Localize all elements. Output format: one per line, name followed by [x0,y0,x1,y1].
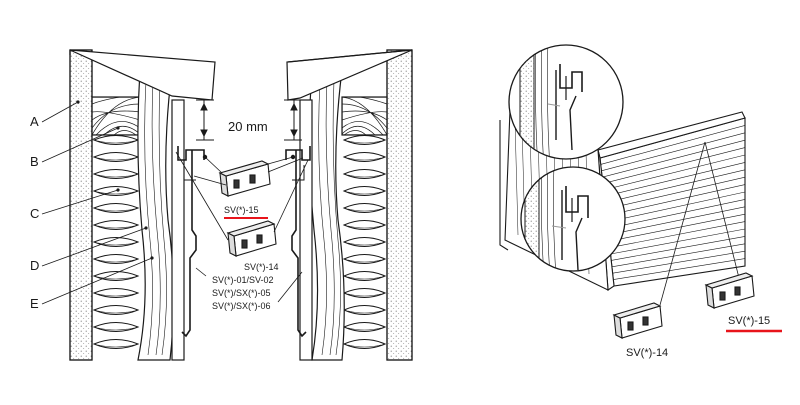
insulation-fold [347,225,382,229]
insulation-fold [97,293,135,297]
part-sv15-center [218,160,271,197]
insulation-fold [347,140,382,144]
component-label-c: C [30,206,39,221]
insulation-right [342,135,387,349]
wooden-beam-right [342,97,387,135]
profile-code-1: SV(*)-01/SV-02 [212,275,274,285]
insulation-fold [97,276,135,280]
left-wall-section [69,49,216,361]
right-wall-section [285,49,413,361]
insulation-fold [97,310,135,314]
insulation-fold [347,327,382,331]
siding-board-line [605,176,746,210]
leader-dot [116,126,120,130]
siding-board-line [604,162,746,197]
siding-board-line [602,147,746,184]
insulation-fold [97,174,135,178]
insulation-fold [97,344,135,348]
insulation-fold [347,157,382,161]
insulation-left [92,135,140,349]
insulation-fold [347,191,382,195]
leader-line [41,101,79,123]
right-label-sv15: SV(*)-15 [728,315,770,327]
component-label-b: B [30,154,39,169]
leader-line [41,257,153,305]
leader-line [41,189,119,215]
insulation-fold [347,344,382,348]
siding-board-line [609,221,746,248]
leader-dot [116,188,120,192]
siding-board-line [604,169,746,204]
siding-board-line [602,139,746,178]
detail-circle-bottom [520,166,626,272]
insulation-fold [347,293,382,297]
dimension-label: 20 mm [228,119,268,134]
insulation-fold [347,242,382,246]
masonry-wall-left [69,49,93,361]
siding-board-line [601,132,746,172]
insulation-fold [97,225,135,229]
siding-board-line [600,125,746,165]
siding-board-line [606,191,746,223]
right-label-sv14: SV(*)-14 [626,347,668,359]
profile-code-3: SV(*)/SX(*)-06 [212,301,271,311]
detail-circle-top [508,44,624,160]
insulation-fold [97,191,135,195]
insulation-fold [97,157,135,161]
dimension-markers [196,99,302,141]
part-label-sv15: SV(*)-15 [224,205,259,215]
siding-profile-left [181,150,197,338]
board-right [299,99,313,361]
part-label-sv14: SV(*)-14 [244,262,279,272]
insulation-fold [347,276,382,280]
masonry-wall-right [386,49,413,361]
board-left [171,99,185,361]
leader-dot [150,256,154,260]
insulation-fold [347,174,382,178]
part-sv14-right [612,302,663,339]
insulation-fold [347,208,382,212]
component-label-d: D [30,258,39,273]
siding-board-line [611,243,746,268]
siding-board-line [603,154,746,191]
siding-profile-right [291,150,307,338]
insulation-fold [97,259,135,263]
insulation-fold [347,310,382,314]
leader-line [41,227,147,267]
leader-dot [144,226,148,230]
insulation-fold [97,140,135,144]
siding-board-line [612,250,746,274]
insulation-fold [97,208,135,212]
part-sv15-right [704,272,755,309]
siding-board-line [613,258,746,280]
siding-board-line [609,213,746,242]
component-label-e: E [30,296,39,311]
siding-board-line [611,236,746,261]
left-labels: A B C D E [30,100,154,311]
component-label-a: A [30,114,39,129]
profile-code-2: SV(*)/SX(*)-05 [212,288,271,298]
insulation-fold [97,327,135,331]
insulation-fold [347,259,382,263]
profile-codes: SV(*)-01/SV-02 SV(*)/SX(*)-05 SV(*)/SX(*… [212,275,274,311]
leader-line [41,127,119,163]
leader-dot [76,100,80,104]
siding-board-line [606,184,746,216]
insulation-fold [97,242,135,246]
siding-board-line [607,199,746,229]
timber-batten-right [308,69,345,361]
part-sv14-center [226,220,277,257]
